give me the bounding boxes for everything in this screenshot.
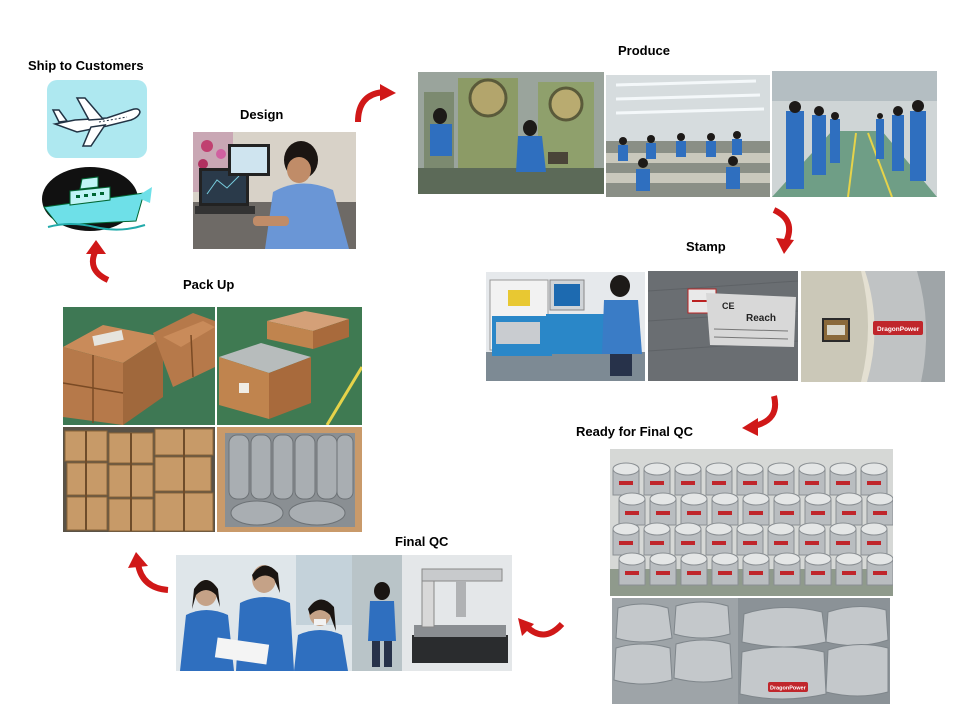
jacket-roll [829,462,857,496]
jacket-roll [674,462,702,496]
jacket-roll [643,522,671,556]
jacket-roll [711,492,739,526]
airplane-icon [47,80,147,158]
produce-photo-assembly-line [772,71,937,197]
flow-arrow-final-qc-to-pack-up [124,552,176,596]
jacket-roll [866,492,893,526]
jacket-roll [742,492,770,526]
jacket-roll [767,522,795,556]
ship-icon [40,163,155,235]
jacket-roll [711,552,739,586]
step-label-ready: Ready for Final QC [576,424,694,439]
flow-arrow-design-to-produce [350,84,402,128]
jacket-roll [612,522,640,556]
jacket-roll [736,522,764,556]
flow-arrow-produce-to-stamp [762,206,814,254]
flow-arrow-ready-to-final-qc [514,610,566,654]
pack-up-photo-crates-wrapped [63,307,215,425]
jacket-roll [835,492,863,526]
flow-arrow-stamp-to-ready [738,392,790,436]
step-label-produce: Produce [618,43,671,58]
jacket-roll [804,552,832,586]
ready-photo-jacket-rows: DragonPower [612,598,890,704]
jacket-roll [767,462,795,496]
final-qc-photo-cmm-machine [352,555,512,671]
brand-text-ready: DragonPower [770,686,807,692]
ready-photo-rolled-jackets [610,449,893,596]
final-qc-photo-inspectors [176,555,352,671]
produce-photo-sewing-room [606,75,770,197]
jacket-roll [804,492,832,526]
jacket-roll [736,462,764,496]
stamp-photo-label-closeup: CE Reach [648,271,798,381]
jacket-roll [860,522,888,556]
flow-arrow-pack-up-to-ship [78,240,130,284]
ce-mark-text: CE [722,301,735,311]
step-label-ship: Ship to Customers [28,58,144,73]
jacket-roll [674,522,702,556]
jacket-roll [680,552,708,586]
produce-photo-press-machines [418,72,604,194]
jacket-roll [773,492,801,526]
step-label-design: Design [240,107,284,122]
jacket-roll [866,552,893,586]
jacket-roll [618,492,646,526]
pack-up-photo-open-box [217,427,362,532]
step-label-pack-up: Pack Up [183,277,235,292]
jacket-roll [612,462,640,496]
jacket-roll [705,522,733,556]
jacket-roll [649,552,677,586]
design-photo [193,132,356,249]
brand-text-stamp: DragonPower [877,326,920,333]
jacket-roll [705,462,733,496]
jacket-roll [798,522,826,556]
reach-text: Reach [746,313,776,324]
step-label-stamp: Stamp [686,239,726,254]
jacket-roll [773,552,801,586]
stamp-photo-branded-jacket: DragonPower [801,271,945,382]
pack-up-photo-crates-floor [217,307,362,425]
stamp-photo-laser-machine [486,272,645,381]
jacket-roll [618,552,646,586]
jacket-roll [742,552,770,586]
jacket-roll [649,492,677,526]
jacket-roll [680,492,708,526]
jacket-roll [643,462,671,496]
jacket-roll [860,462,888,496]
pack-up-photo-cartons [63,427,215,532]
jacket-roll [835,552,863,586]
jacket-roll [798,462,826,496]
step-label-final-qc: Final QC [395,534,449,549]
jacket-roll [829,522,857,556]
